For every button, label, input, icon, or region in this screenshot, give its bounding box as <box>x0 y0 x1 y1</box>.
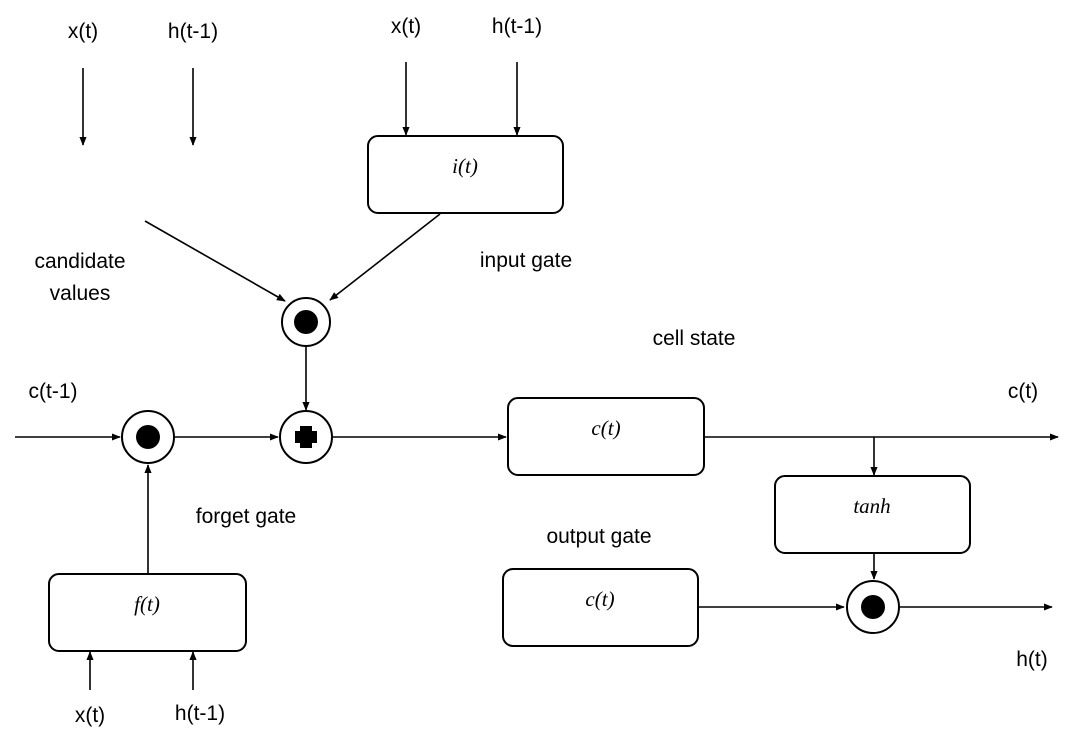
forget-gate-label: forget gate <box>196 505 296 528</box>
input-x-label: x(t) <box>391 15 421 38</box>
output-multiply-node <box>846 580 900 634</box>
forget-h-label: h(t-1) <box>175 702 225 725</box>
forget-x-label: x(t) <box>75 704 105 727</box>
input-gate-box: i(t) <box>367 135 564 214</box>
add-node <box>279 410 333 464</box>
output-gate-box: c(t) <box>502 568 699 647</box>
input-gate-box-text: i(t) <box>452 154 478 178</box>
candidate-arrow <box>144 220 286 302</box>
c-prev-label: c(t-1) <box>29 380 78 403</box>
cell-state-box-text: c(t) <box>591 416 620 440</box>
candidate-label-line2: values <box>50 282 111 305</box>
output-gate-box-text: c(t) <box>585 587 614 611</box>
tanh-box-text: tanh <box>853 494 890 518</box>
forget-gate-box-text: f(t) <box>134 592 160 616</box>
forget-multiply-node <box>121 410 175 464</box>
tanh-box: tanh <box>774 475 971 554</box>
c-out-label: c(t) <box>1008 380 1038 403</box>
input-gate-arrow <box>329 213 441 301</box>
cell-state-box: c(t) <box>507 397 705 476</box>
input-multiply-node <box>281 297 331 347</box>
forget-gate-box: f(t) <box>48 573 247 652</box>
h-out-label: h(t) <box>1016 648 1048 671</box>
input-gate-label: input gate <box>480 249 572 272</box>
cell-state-label: cell state <box>653 327 736 350</box>
top-left-h-label: h(t-1) <box>168 20 218 43</box>
input-h-label: h(t-1) <box>492 15 542 38</box>
top-left-x-label: x(t) <box>68 20 98 43</box>
output-gate-label: output gate <box>546 525 651 548</box>
candidate-label-line1: candidate <box>34 250 125 273</box>
